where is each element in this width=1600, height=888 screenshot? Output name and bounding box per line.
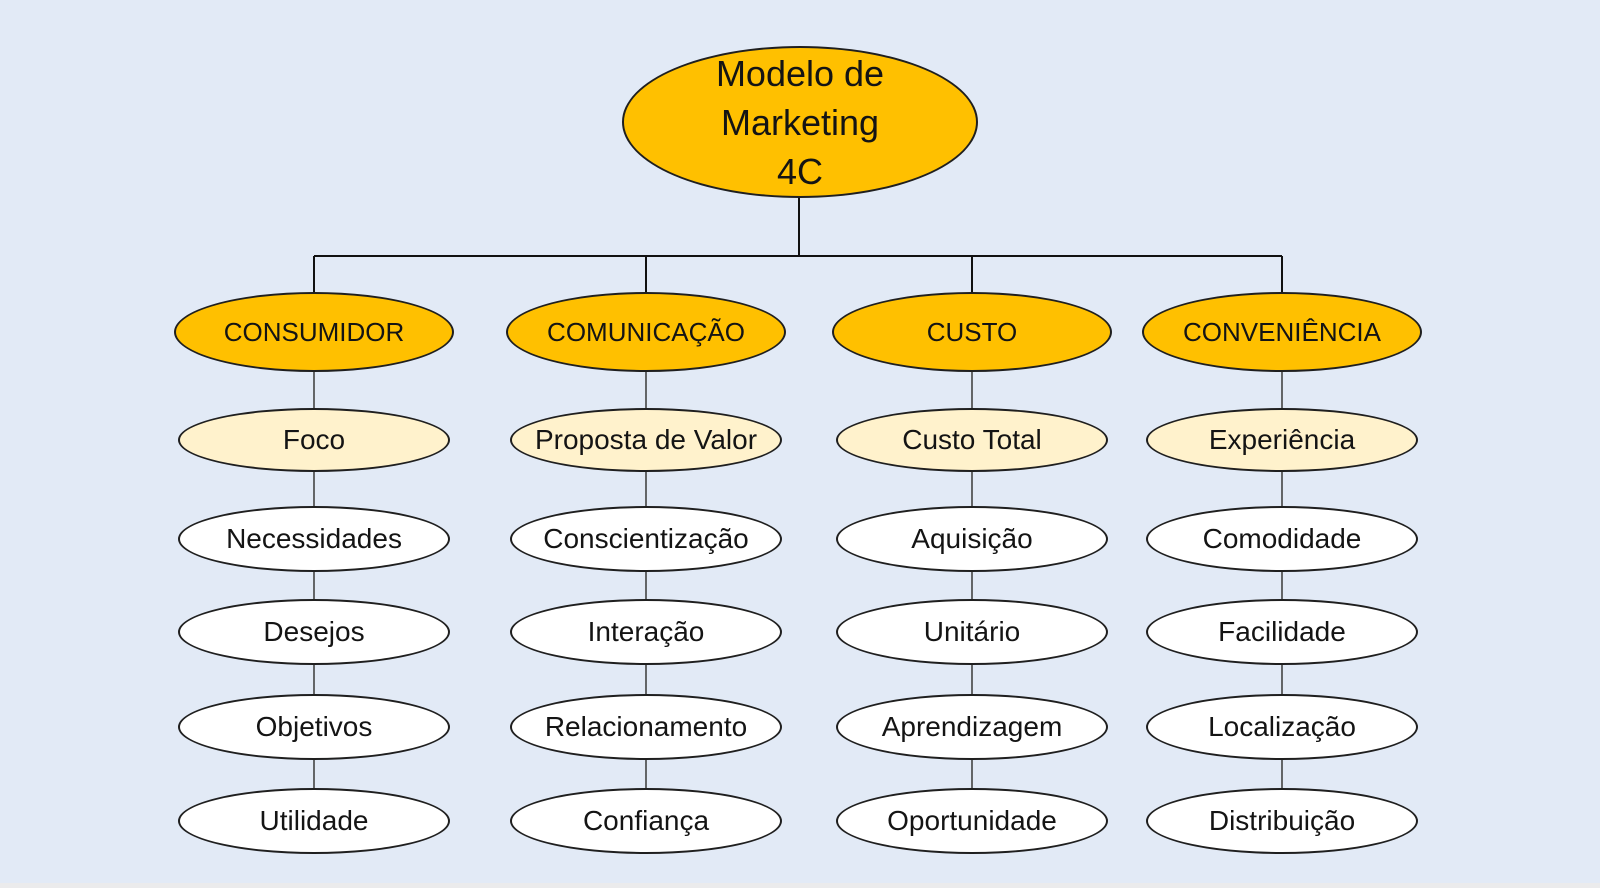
leaf-node-interacao: Interação (510, 599, 782, 665)
leaf-label: Conscientização (543, 523, 749, 554)
leaf-node-comodidade: Comodidade (1146, 506, 1418, 572)
leaf-label: Desejos (263, 616, 365, 647)
leaf-node-objetivos: Objetivos (178, 694, 450, 760)
leaf-label: Localização (1208, 711, 1356, 742)
root-label-line: Modelo de (715, 52, 885, 94)
root-label-line: 4C (776, 150, 824, 192)
leaf-label: Oportunidade (887, 805, 1057, 836)
root-node: Modelo de Marketing 4C (622, 46, 978, 198)
leaf-node-distribuicao: Distribuição (1146, 788, 1418, 854)
leaf-node-unitario: Unitário (836, 599, 1108, 665)
sub-label: Custo Total (902, 424, 1042, 455)
sub-label: Proposta de Valor (534, 424, 758, 455)
leaf-label: Aprendizagem (881, 711, 1063, 742)
branch-label: CONSUMIDOR (223, 316, 405, 347)
leaf-label: Aquisição (911, 523, 1033, 554)
canvas-bottom-edge (0, 883, 1600, 888)
leaf-node-oportunidade: Oportunidade (836, 788, 1108, 854)
leaf-label: Facilidade (1218, 616, 1346, 647)
leaf-node-confianca: Confiança (510, 788, 782, 854)
leaf-label: Objetivos (255, 711, 373, 742)
leaf-label: Relacionamento (544, 711, 748, 742)
sub-label: Experiência (1208, 424, 1356, 455)
root-label: Modelo de Marketing 4C (716, 49, 884, 196)
sub-node-foco: Foco (178, 408, 450, 472)
leaf-node-aquisicao: Aquisição (836, 506, 1108, 572)
leaf-node-utilidade: Utilidade (178, 788, 450, 854)
sub-node-proposta-de-valor: Proposta de Valor (510, 408, 782, 472)
sub-node-experiencia: Experiência (1146, 408, 1418, 472)
leaf-node-desejos: Desejos (178, 599, 450, 665)
branch-node-conveniencia: CONVENIÊNCIA (1142, 292, 1422, 372)
sub-label: Foco (282, 424, 346, 455)
sub-node-custo-total: Custo Total (836, 408, 1108, 472)
leaf-label: Necessidades (226, 523, 402, 554)
root-label-line: Marketing (720, 101, 880, 143)
leaf-label: Unitário (923, 616, 1021, 647)
leaf-node-conscientizacao: Conscientização (510, 506, 782, 572)
leaf-node-necessidades: Necessidades (178, 506, 450, 572)
leaf-node-relacionamento: Relacionamento (510, 694, 782, 760)
leaf-label: Utilidade (259, 805, 369, 836)
leaf-node-aprendizagem: Aprendizagem (836, 694, 1108, 760)
leaf-node-localizacao: Localização (1146, 694, 1418, 760)
branch-node-consumidor: CONSUMIDOR (174, 292, 454, 372)
leaf-node-facilidade: Facilidade (1146, 599, 1418, 665)
branch-node-custo: CUSTO (832, 292, 1112, 372)
branch-label: CONVENIÊNCIA (1183, 316, 1381, 347)
branch-node-comunicacao: COMUNICAÇÃO (506, 292, 786, 372)
branch-label: CUSTO (926, 316, 1018, 347)
leaf-label: Comodidade (1202, 523, 1362, 554)
branch-label: COMUNICAÇÃO (547, 316, 745, 347)
leaf-label: Confiança (582, 805, 710, 836)
leaf-label: Distribuição (1208, 805, 1356, 836)
leaf-label: Interação (587, 616, 705, 647)
